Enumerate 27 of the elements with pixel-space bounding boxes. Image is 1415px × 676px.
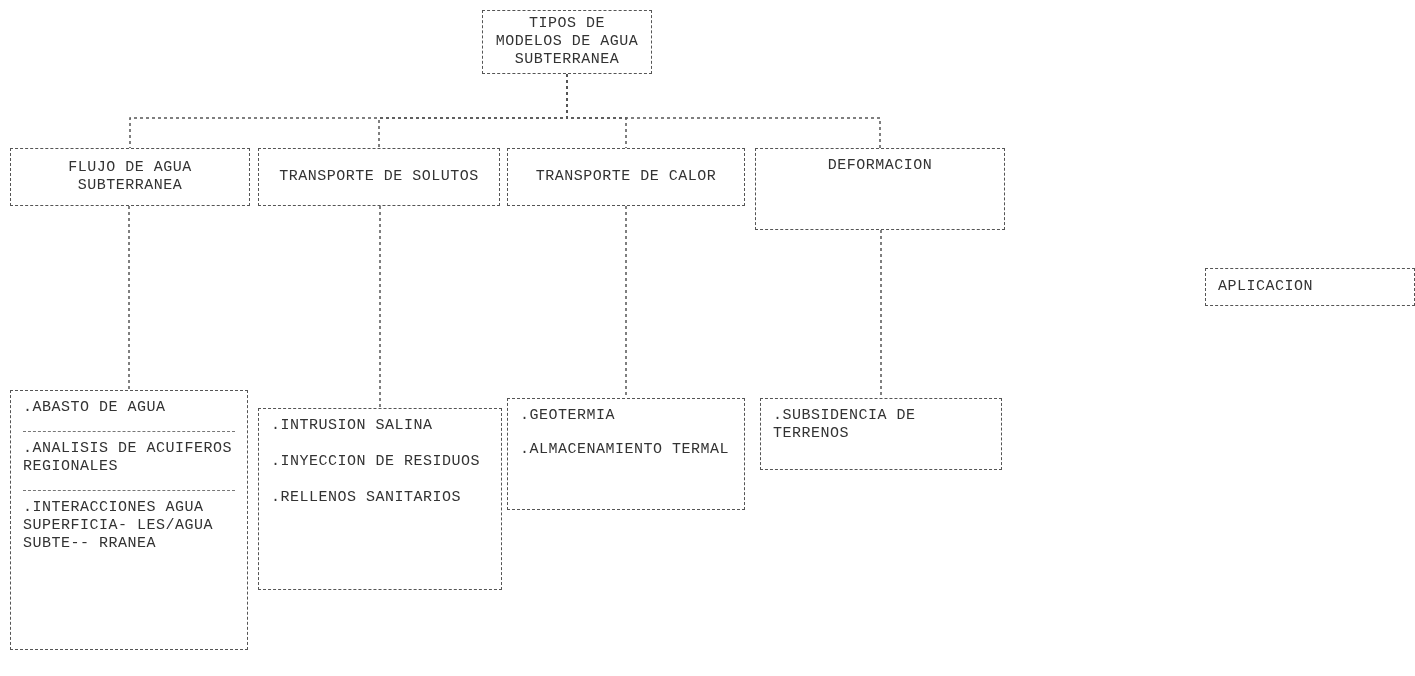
box-text: .RELLENOS SANITARIOS (271, 489, 463, 507)
box-text: .INYECCION DE RESIDUOS (271, 453, 482, 471)
dashed-box (755, 148, 1005, 230)
dashed-box (482, 10, 652, 74)
box-text: TIPOS DE MODELOS DE AGUA SUBTERRANEA (495, 15, 639, 69)
connector-line (128, 205, 130, 391)
dashed-box (507, 148, 745, 206)
dashed-box (760, 398, 1002, 470)
box-text: DEFORMACION (827, 157, 933, 175)
dashed-box (258, 148, 500, 206)
dashed-box (10, 148, 250, 206)
box-text: TRANSPORTE DE CALOR (535, 168, 717, 186)
dashed-box (1205, 268, 1415, 306)
box-text: .INTRUSION SALINA (271, 417, 434, 435)
box-text: .GEOTERMIA (520, 407, 616, 425)
box-text: .SUBSIDENCIA DE TERRENOS (773, 407, 917, 443)
box-text: FLUJO DE AGUA SUBTERRANEA (67, 159, 193, 195)
box-text: TRANSPORTE DE SOLUTOS (279, 168, 479, 186)
box-text: .INTERACCIONES AGUA SUPERFICIA- LES/AGUA SUBTE-- RRANEA (23, 490, 235, 553)
box-text: .ANALISIS DE ACUIFEROS REGIONALES (23, 431, 235, 476)
connector-line (379, 205, 381, 409)
box-text: APLICACION (1218, 278, 1314, 296)
box-text: .ALMACENAMIENTO TERMAL (520, 441, 731, 459)
dashed-box (10, 390, 248, 650)
dashed-box (507, 398, 745, 510)
dashed-box (258, 408, 502, 590)
box-text: .ABASTO DE AGUA (23, 399, 167, 417)
